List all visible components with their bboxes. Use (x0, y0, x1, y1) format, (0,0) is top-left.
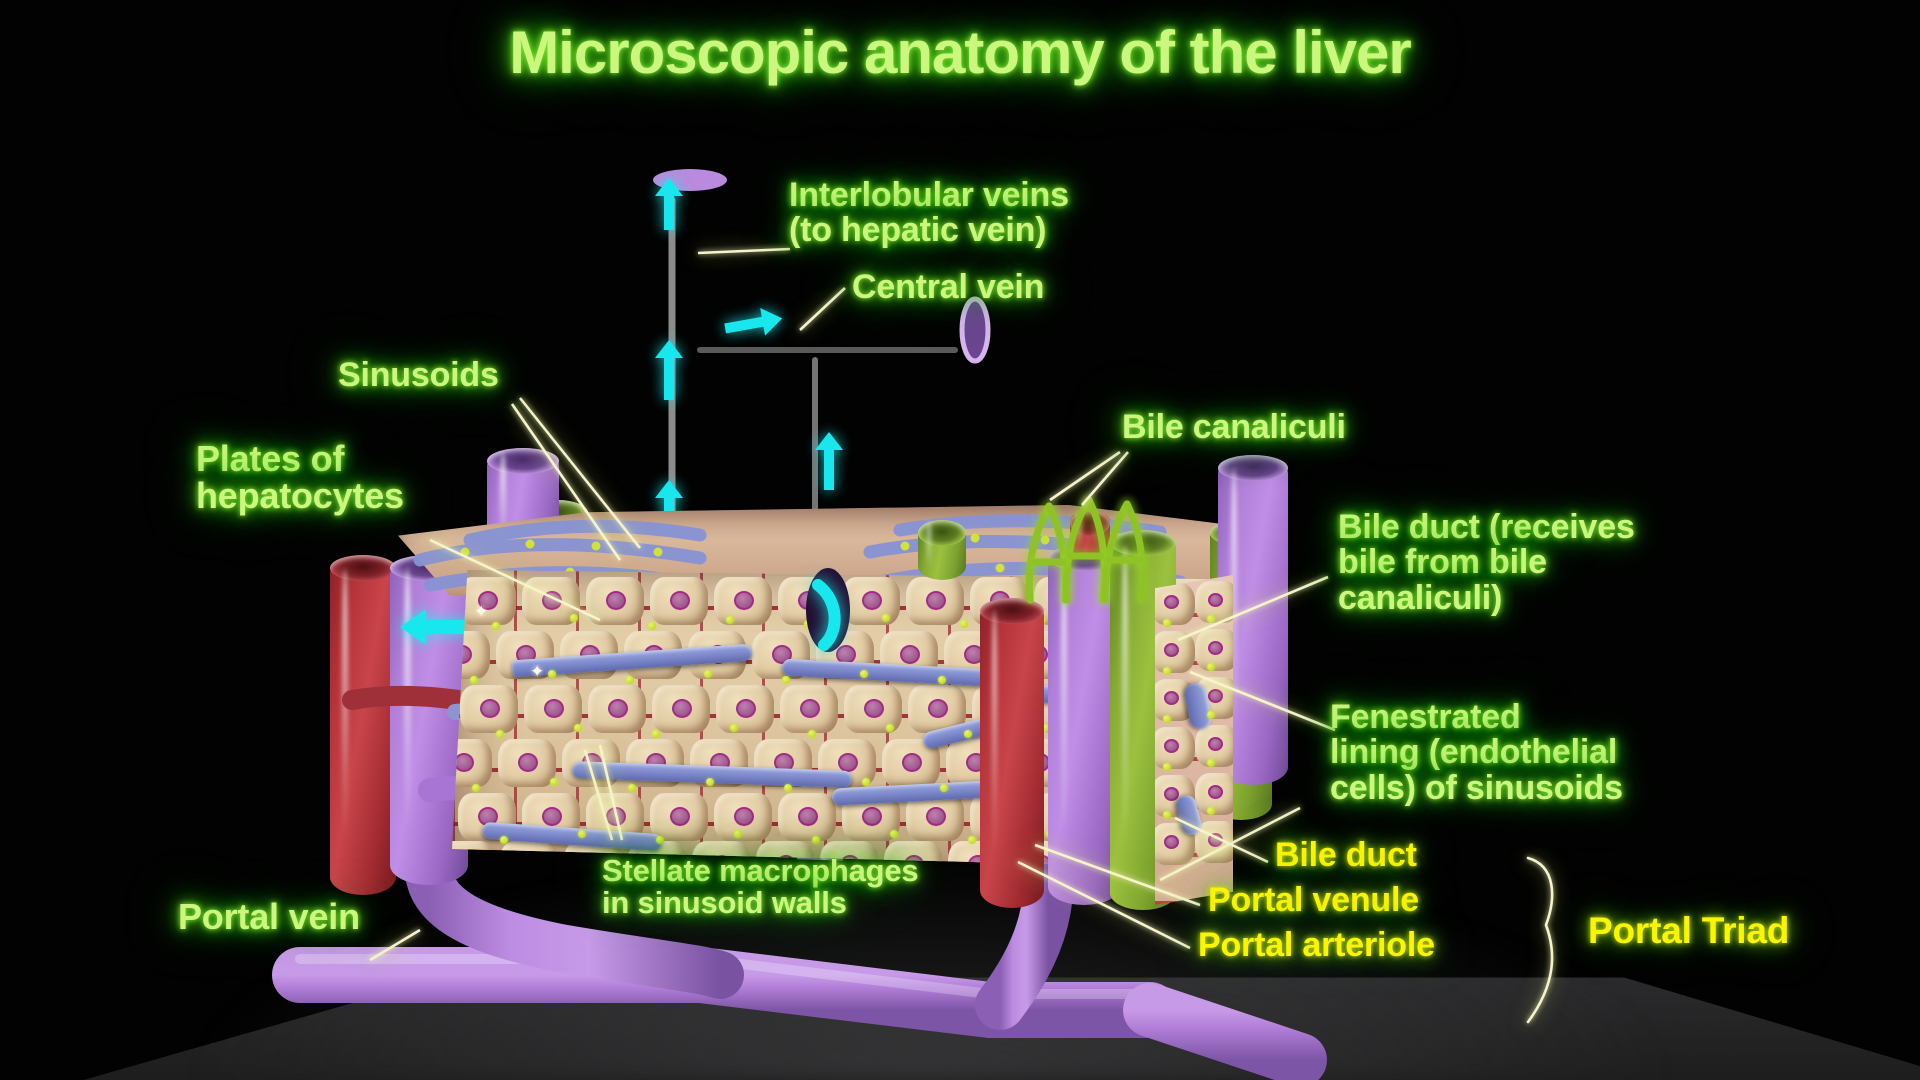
label-stellate-macrophages: Stellate macrophages in sinusoid walls (602, 853, 919, 921)
bile-canaliculi-lattice (1025, 496, 1146, 604)
label-central-vein: Central vein (852, 268, 1045, 306)
label-sinusoids: Sinusoids (338, 356, 499, 394)
page-title: Microscopic anatomy of the liver (509, 19, 1412, 86)
label-bile-duct-receives: Bile duct (receives bile from bile canal… (1338, 508, 1635, 617)
label-fenestrated-lining: Fenestrated lining (endothelial cells) o… (1330, 698, 1623, 807)
bile-duct-mid (918, 520, 966, 580)
label-plates-of-hepatocytes: Plates of hepatocytes (196, 438, 404, 517)
label-bile-canaliculi: Bile canaliculi (1122, 408, 1346, 446)
label-portal-triad: Portal Triad (1588, 910, 1790, 951)
label-portal-arteriole: Portal arteriole (1198, 926, 1435, 964)
label-portal-venule: Portal venule (1208, 881, 1419, 919)
portal-arteriole-right (980, 598, 1044, 908)
label-interlobular-veins: Interlobular veins (to hepatic vein) (789, 176, 1069, 250)
label-portal-vein: Portal vein (178, 896, 360, 937)
stellate-marker-star: ✦ (530, 662, 545, 681)
label-bile-duct: Bile duct (1275, 836, 1417, 874)
portal-arteriole-left (330, 555, 396, 895)
